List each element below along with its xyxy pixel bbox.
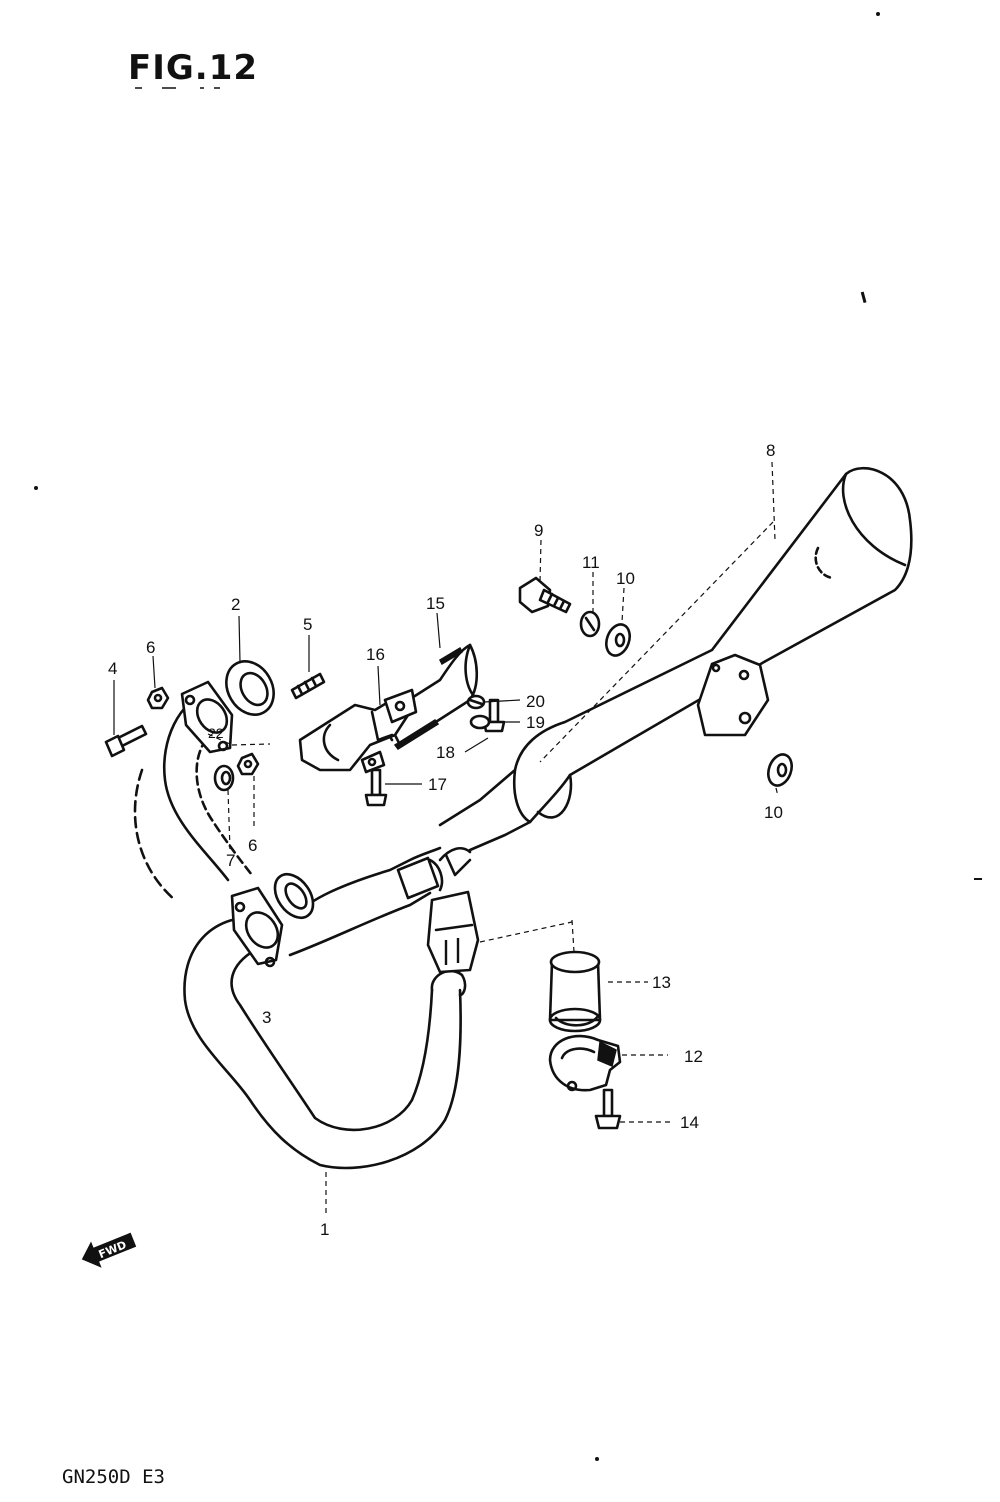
leader-lines [113,461,779,1214]
callout-6-upper: 6 [146,638,155,657]
exhaust-pipe-front-part-3 [133,680,254,902]
callout-11: 11 [582,553,600,572]
callout-16: 16 [366,645,385,664]
callout-12: 12 [684,1047,703,1066]
clamp-part-12 [548,1034,622,1092]
callout-20: 20 [526,692,545,711]
callout-2: 2 [231,595,240,614]
figure-title: FIG.12 [128,48,259,88]
washer-part-10-lower [767,753,793,787]
callout-18: 18 [436,743,455,762]
callout-1: 1 [320,1220,329,1239]
callout-4: 4 [108,659,117,678]
washer-part-10-upper [605,623,631,657]
bracket-part-16 [298,688,418,774]
nut-part-6-upper [146,686,170,710]
heat-shield-part-15 [383,643,480,751]
bolt-part-17 [364,768,388,807]
callout-13: 13 [652,973,671,992]
callout-17: 17 [428,775,447,794]
bolt-part-14 [594,1088,622,1130]
forward-direction-label: FWD [97,1238,129,1261]
nut-part-6-lower [236,752,260,776]
bolt-part-9 [518,576,572,614]
callout-6-lower: 6 [248,836,257,855]
connector-part-13 [548,950,602,1033]
muffler-part-8 [438,466,913,852]
callout-labels: 1 2 3 4 5 6 6 7 8 9 10 10 11 12 13 14 15… [108,441,783,1239]
callout-5: 5 [303,615,312,634]
callout-22: 22 [208,725,224,741]
callout-8: 8 [766,441,775,460]
callout-9: 9 [534,521,543,540]
callout-14: 14 [680,1113,699,1132]
callout-7: 7 [226,851,235,870]
callout-10-lower: 10 [764,803,783,822]
washer-part-19 [469,714,491,730]
bolt-part-4 [104,724,148,758]
spring-washer-part-20 [466,694,486,710]
callout-10-upper: 10 [616,569,635,588]
callout-3: 3 [262,1008,271,1027]
model-code: GN250D E3 [62,1466,165,1488]
forward-direction-arrow-icon: FWD [81,1232,137,1268]
lock-washer-part-11 [579,610,601,638]
washer-part-7 [213,764,235,792]
callout-19: 19 [526,713,545,732]
callout-15: 15 [426,594,445,613]
exhaust-pipe-rear-part-1 [183,846,480,1170]
stud-part-5 [290,672,326,700]
scan-specks [34,12,982,1461]
gasket-part-2 [225,660,275,716]
